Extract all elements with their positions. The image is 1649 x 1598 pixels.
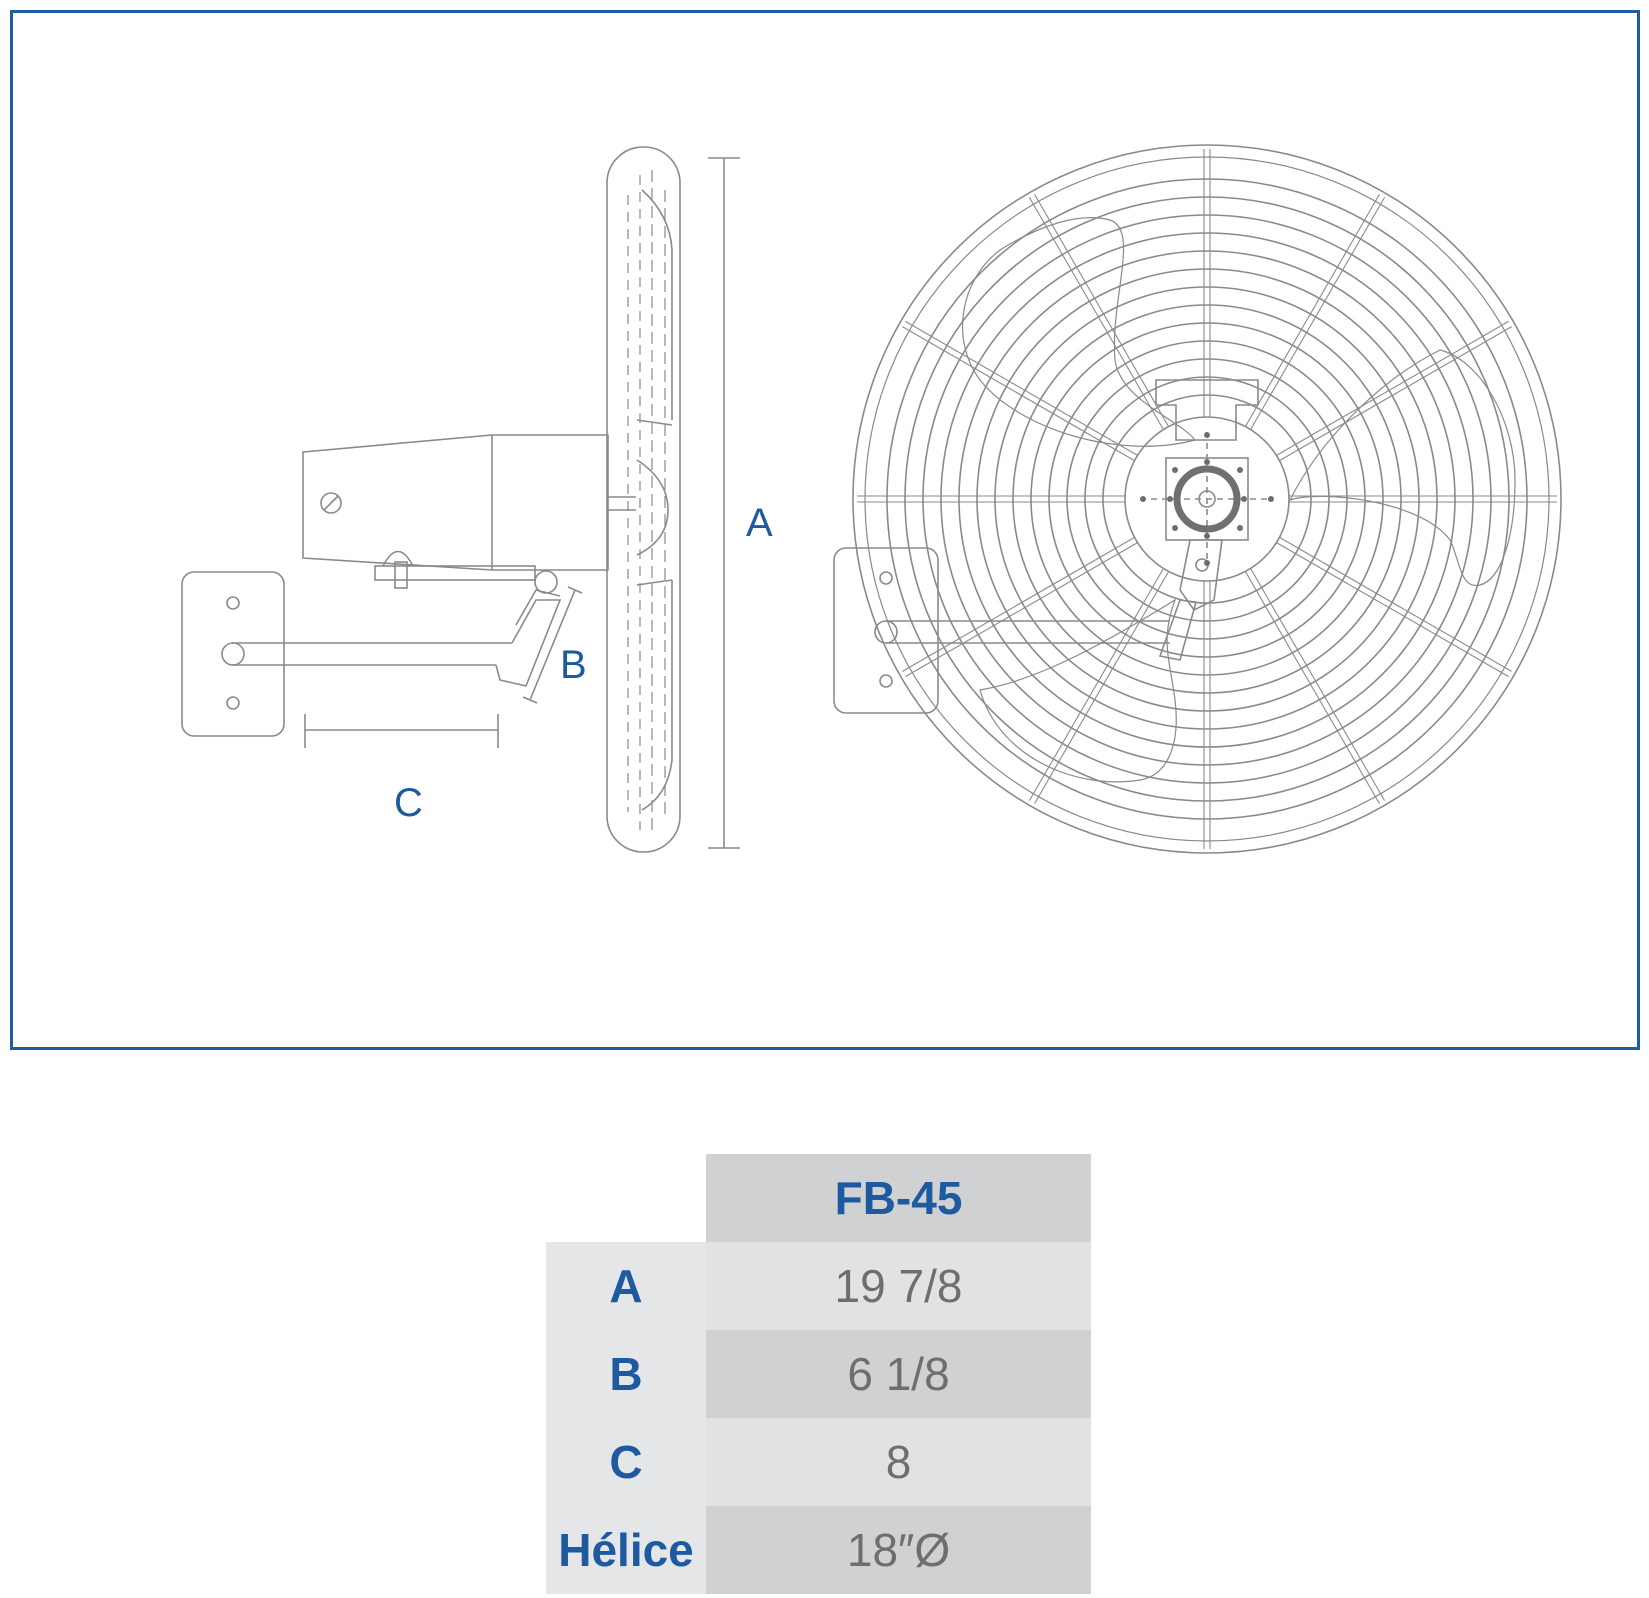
row-label-a: A <box>546 1242 706 1330</box>
table-corner-cell <box>546 1154 706 1242</box>
guard-ring <box>904 196 1510 802</box>
guard-spoke <box>1250 568 1386 801</box>
table-row: A 19 7/8 <box>546 1242 1091 1330</box>
guard-spoke <box>1276 542 1509 678</box>
table-row: Hélice 18″Ø <box>546 1506 1091 1594</box>
guard-spoke <box>1250 197 1386 430</box>
guard-spoke <box>1028 568 1164 801</box>
guard-ring <box>976 268 1438 730</box>
table-header-row: FB-45 <box>546 1154 1091 1242</box>
guard-ring <box>1048 340 1366 658</box>
row-value-b: 6 1/8 <box>706 1330 1091 1418</box>
guard-ring <box>852 144 1562 854</box>
guard-spoke <box>1034 571 1170 804</box>
guard-ring <box>1084 376 1330 622</box>
row-label-b: B <box>546 1330 706 1418</box>
front-view-fan <box>833 144 1562 854</box>
row-value-a: 19 7/8 <box>706 1242 1091 1330</box>
dimension-a-line <box>708 157 740 849</box>
label-dimension-c: C <box>394 781 423 825</box>
row-label-helice: Hélice <box>546 1506 706 1594</box>
wall-bracket-plate <box>181 571 285 737</box>
front-wall-plate <box>833 547 939 714</box>
guard-spoke <box>905 320 1138 456</box>
guard-spoke <box>902 326 1135 462</box>
side-view-fan <box>181 146 681 853</box>
label-dimension-b: B <box>560 643 587 687</box>
guard-ring <box>1066 358 1348 640</box>
row-value-c: 8 <box>706 1418 1091 1506</box>
label-dimension-a: A <box>746 501 773 545</box>
guard-spoke <box>1276 320 1509 456</box>
row-label-c: C <box>546 1418 706 1506</box>
guard-spoke <box>905 542 1138 678</box>
table-row: B 6 1/8 <box>546 1330 1091 1418</box>
guard-ring <box>958 250 1456 748</box>
guard-ring <box>922 214 1492 784</box>
guard-spoke <box>1028 197 1164 430</box>
front-guard-spokes <box>857 149 1557 849</box>
guard-ring <box>864 156 1550 842</box>
guard-spoke <box>902 536 1135 672</box>
guard-spoke <box>1279 536 1512 672</box>
table-row: C 8 <box>546 1418 1091 1506</box>
spec-table: FB-45 A 19 7/8 B 6 1/8 C 8 Hélice 18″Ø <box>546 1154 1091 1594</box>
fan-dimension-drawing: A B C <box>181 144 1562 854</box>
guard-ring <box>1012 304 1402 694</box>
front-guard-rings <box>852 144 1562 854</box>
guard-ring <box>886 178 1528 820</box>
dimension-b-line <box>522 586 583 704</box>
guard-ring <box>1030 322 1384 676</box>
dimension-c-line <box>304 714 499 748</box>
guard-ring <box>994 286 1420 712</box>
guard-profile <box>606 146 681 853</box>
model-header: FB-45 <box>706 1154 1091 1242</box>
guard-ring <box>940 232 1474 766</box>
arm-pivot <box>221 642 245 666</box>
guard-spoke <box>1034 194 1170 427</box>
row-value-helice: 18″Ø <box>706 1506 1091 1594</box>
guard-spoke <box>1244 194 1380 427</box>
guard-spoke <box>1279 326 1512 462</box>
fan-blades <box>961 217 1516 783</box>
guard-spoke <box>1244 571 1380 804</box>
diagram-frame <box>10 10 1640 1050</box>
motor-housing <box>302 434 609 571</box>
mount-bolt-dots <box>1140 432 1274 566</box>
